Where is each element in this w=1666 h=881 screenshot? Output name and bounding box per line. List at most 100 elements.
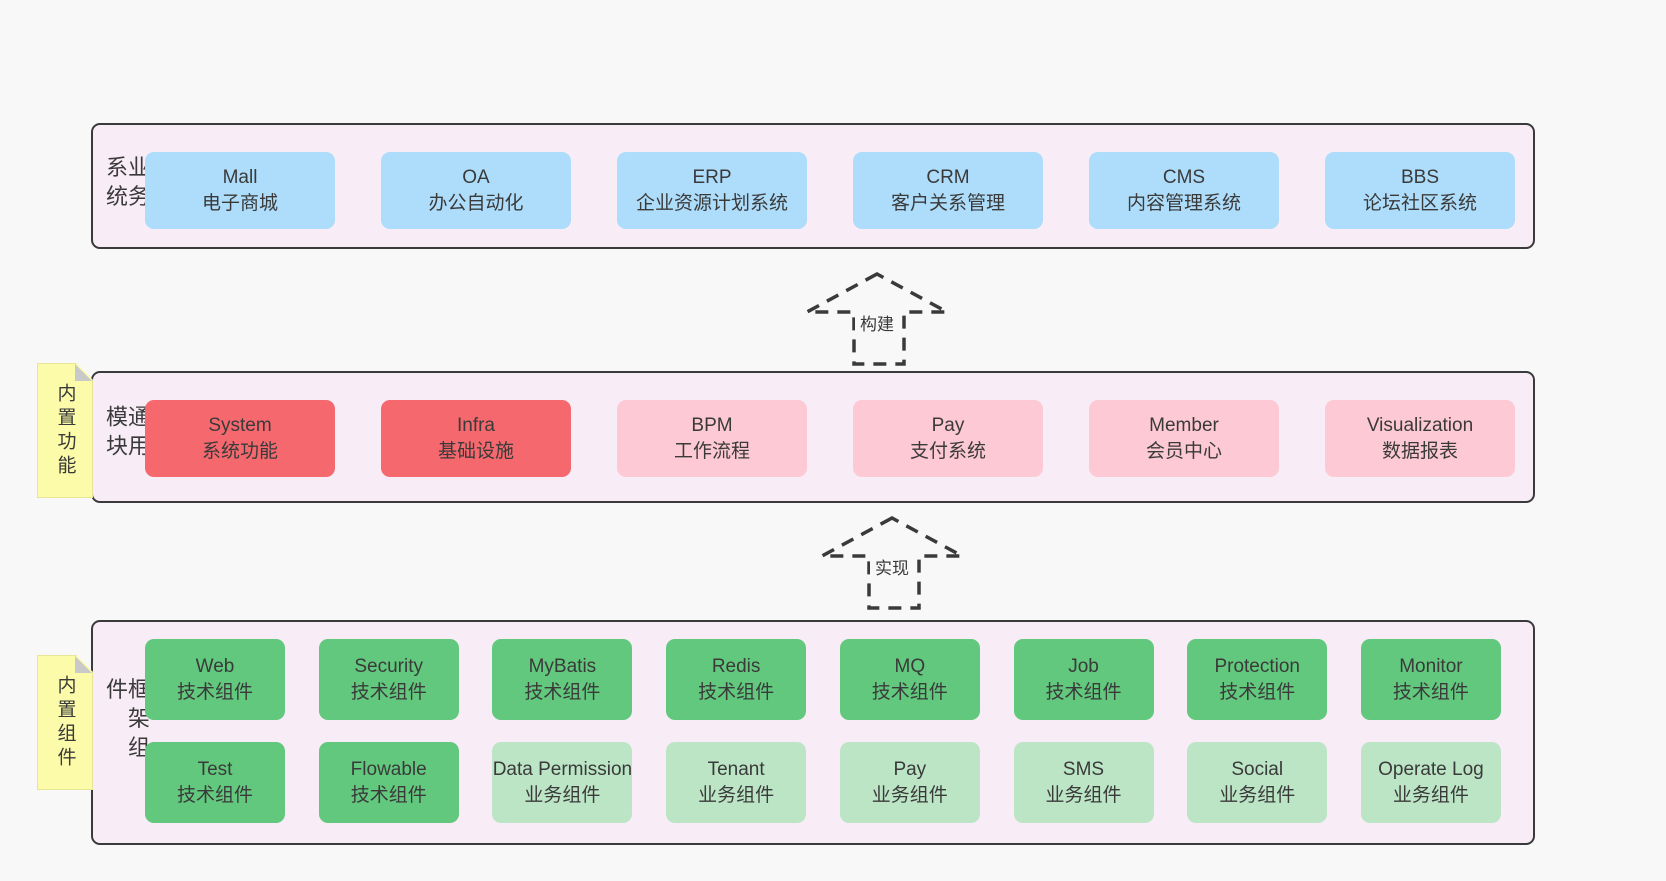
panel-business-systems: 业务系统 Mall 电子商城 OA 办公自动化 ERP 企业资源计划系统 CRM… <box>91 123 1535 249</box>
node-subtitle: 技术组件 <box>1392 681 1469 703</box>
sticky-note-text: 内置功能 <box>54 382 76 479</box>
node-mall: Mall 电子商城 <box>145 152 335 229</box>
arrow-implement-label: 实现 <box>870 552 914 581</box>
node-cms: CMS 内容管理系统 <box>1089 152 1279 229</box>
node-job: Job 技术组件 <box>1013 639 1154 720</box>
node-title: Web <box>195 655 235 677</box>
sticky-note-text: 内置组件 <box>54 674 76 771</box>
note-fold-corner-icon <box>75 364 92 381</box>
node-web: Web 技术组件 <box>145 639 285 720</box>
arrow-build: 构建 <box>802 270 952 368</box>
node-operate-log: Operate Log 业务组件 <box>1360 742 1501 823</box>
node-subtitle: 客户关系管理 <box>890 192 1005 214</box>
node-title: Infra <box>456 414 496 436</box>
node-title: Member <box>1149 414 1219 436</box>
node-title: Pay <box>931 414 965 436</box>
node-subtitle: 技术组件 <box>871 681 948 703</box>
node-subtitle: 业务组件 <box>1045 784 1122 806</box>
node-data-permission: Data Permission 业务组件 <box>492 742 633 823</box>
arrow-implement: 实现 <box>817 514 967 612</box>
node-subtitle: 技术组件 <box>176 784 253 806</box>
sticky-note-builtin-features: 内置功能 <box>37 363 93 498</box>
node-title: Test <box>197 758 233 780</box>
node-title: MyBatis <box>528 655 597 677</box>
node-title: Pay <box>893 758 927 780</box>
node-subtitle: 企业资源计划系统 <box>635 192 788 214</box>
node-title: OA <box>462 166 490 188</box>
node-subtitle: 业务组件 <box>871 784 948 806</box>
node-redis: Redis 技术组件 <box>666 639 807 720</box>
node-subtitle: 技术组件 <box>1219 681 1296 703</box>
node-subtitle: 数据报表 <box>1381 440 1458 462</box>
node-title: MQ <box>894 655 926 677</box>
node-subtitle: 业务组件 <box>1219 784 1296 806</box>
node-pay-component: Pay 业务组件 <box>839 742 980 823</box>
panel-common-modules: 通用模块 System 系统功能 Infra 基础设施 BPM 工作流程 Pay… <box>91 371 1535 503</box>
node-flowable: Flowable 技术组件 <box>318 742 459 823</box>
node-erp: ERP 企业资源计划系统 <box>617 152 807 229</box>
node-protection: Protection 技术组件 <box>1187 639 1328 720</box>
dashed-up-arrow-icon <box>821 516 963 610</box>
node-pay-module: Pay 支付系统 <box>853 400 1043 477</box>
node-crm: CRM 客户关系管理 <box>853 152 1043 229</box>
panel-title-business-systems: 业务系统 <box>103 155 150 214</box>
node-subtitle: 技术组件 <box>176 681 253 703</box>
node-title: Data Permission <box>492 758 633 780</box>
node-subtitle: 内容管理系统 <box>1126 192 1241 214</box>
node-bbs: BBS 论坛社区系统 <box>1325 152 1515 229</box>
node-subtitle: 论坛社区系统 <box>1362 192 1477 214</box>
node-mq: MQ 技术组件 <box>839 639 980 720</box>
panel-title-framework-components: 框架组件 <box>103 677 150 765</box>
node-title: ERP <box>692 166 732 188</box>
node-monitor: Monitor 技术组件 <box>1360 639 1501 720</box>
node-subtitle: 基础设施 <box>437 440 514 462</box>
node-system: System 系统功能 <box>145 400 335 477</box>
node-title: SMS <box>1062 758 1105 780</box>
node-infra: Infra 基础设施 <box>381 400 571 477</box>
node-subtitle: 电子商城 <box>201 192 278 214</box>
node-title: System <box>208 414 272 436</box>
node-title: Flowable <box>350 758 427 780</box>
node-title: CRM <box>926 166 970 188</box>
node-subtitle: 技术组件 <box>524 681 601 703</box>
component-boxes-grid: Web 技术组件 Security 技术组件 MyBatis 技术组件 Redi… <box>145 639 1501 823</box>
node-subtitle: 系统功能 <box>201 440 278 462</box>
dashed-up-arrow-icon <box>806 272 948 366</box>
node-test: Test 技术组件 <box>145 742 285 823</box>
node-subtitle: 技术组件 <box>350 681 427 703</box>
node-subtitle: 业务组件 <box>698 784 775 806</box>
node-title: Security <box>354 655 424 677</box>
sticky-note-builtin-components: 内置组件 <box>37 655 93 790</box>
node-social: Social 业务组件 <box>1187 742 1328 823</box>
node-title: CMS <box>1162 166 1206 188</box>
node-subtitle: 技术组件 <box>1045 681 1122 703</box>
node-title: Job <box>1068 655 1099 677</box>
node-visualization: Visualization 数据报表 <box>1325 400 1515 477</box>
node-title: Operate Log <box>1378 758 1484 780</box>
panel-title-common-modules: 通用模块 <box>103 405 150 463</box>
node-title: Tenant <box>707 758 765 780</box>
node-subtitle: 业务组件 <box>524 784 601 806</box>
node-title: Visualization <box>1366 414 1474 436</box>
node-tenant: Tenant 业务组件 <box>666 742 807 823</box>
node-oa: OA 办公自动化 <box>381 152 571 229</box>
node-subtitle: 支付系统 <box>909 440 986 462</box>
arrow-build-label: 构建 <box>855 308 899 337</box>
node-mybatis: MyBatis 技术组件 <box>492 639 633 720</box>
node-title: Mall <box>222 166 258 188</box>
node-title: Monitor <box>1399 655 1463 677</box>
node-security: Security 技术组件 <box>318 639 459 720</box>
note-fold-corner-icon <box>75 656 92 673</box>
node-member: Member 会员中心 <box>1089 400 1279 477</box>
panel-framework-components: 框架组件 Web 技术组件 Security 技术组件 MyBatis 技术组件… <box>91 620 1535 845</box>
node-subtitle: 技术组件 <box>350 784 427 806</box>
node-title: BPM <box>691 414 733 436</box>
node-title: Protection <box>1214 655 1300 677</box>
node-bpm: BPM 工作流程 <box>617 400 807 477</box>
business-boxes-row: Mall 电子商城 OA 办公自动化 ERP 企业资源计划系统 CRM 客户关系… <box>145 152 1515 229</box>
node-subtitle: 技术组件 <box>698 681 775 703</box>
module-boxes-row: System 系统功能 Infra 基础设施 BPM 工作流程 Pay 支付系统… <box>145 400 1515 477</box>
node-subtitle: 会员中心 <box>1145 440 1222 462</box>
node-title: BBS <box>1400 166 1440 188</box>
node-subtitle: 业务组件 <box>1392 784 1469 806</box>
